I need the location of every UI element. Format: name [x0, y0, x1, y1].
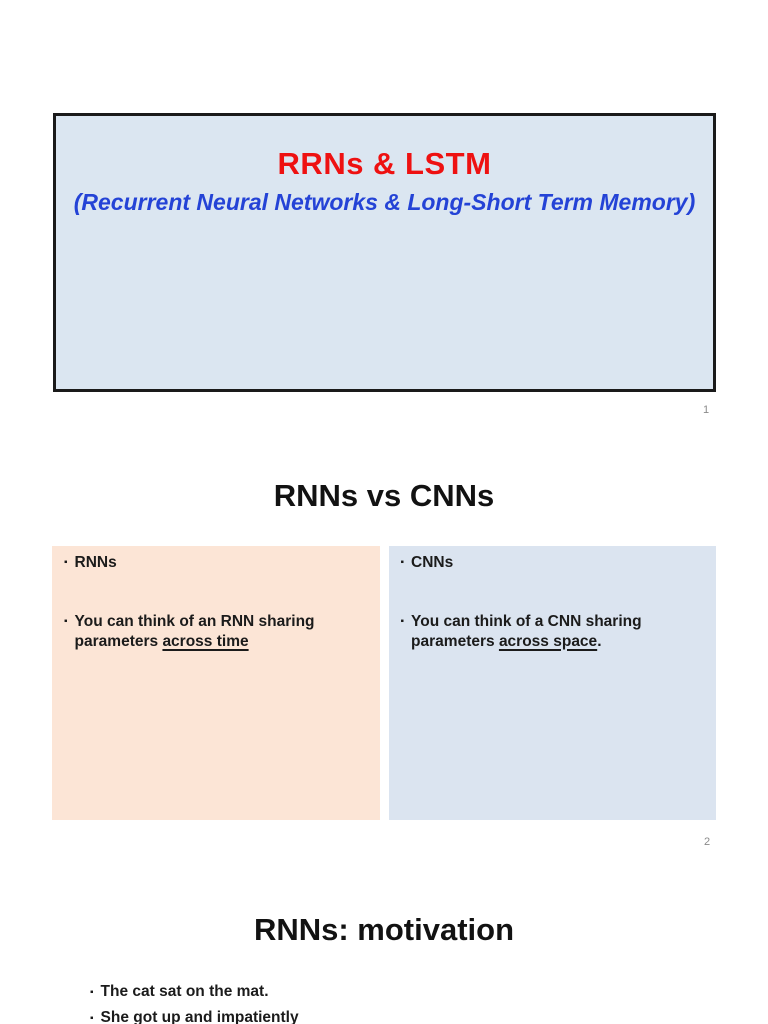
page-number: 1: [702, 404, 710, 416]
motivation-sentence: The cat sat on the mat.: [100, 983, 269, 1000]
motivation-bullets: ▪ The cat sat on the mat. ▪ She got up a…: [88, 982, 708, 1024]
slide-title: RNNs vs CNNs: [273, 478, 495, 513]
cnn-body: You can think of a CNN sharing parameter…: [411, 612, 667, 652]
list-item: ▪ CNNs: [399, 553, 707, 573]
slide-title: RRNs & LSTM: [277, 146, 492, 181]
page-number: 2: [703, 836, 711, 848]
rnn-heading: RNNs: [74, 554, 117, 571]
bullet-icon: ▪: [400, 615, 405, 627]
cnn-heading: CNNs: [411, 554, 454, 571]
motivation-sentence: She got up and impatiently climbed on th…: [100, 1008, 299, 1024]
rnn-body-text: You can think of an RNN sharing paramete…: [74, 612, 315, 650]
bullet-icon: ▪: [90, 987, 94, 998]
rnn-box: ▪ RNNs ▪ You can think of an RNN sharing…: [52, 546, 380, 820]
list-item: ▪ She got up and impatiently climbed on …: [88, 1008, 708, 1024]
bullet-icon: ▪: [400, 557, 405, 568]
slide-title: RNNs: motivation: [253, 912, 515, 947]
title-slide: RRNs & LSTM (Recurrent Neural Networks &…: [53, 113, 716, 392]
cnn-body-text: You can think of a CNN sharing parameter…: [411, 612, 642, 650]
slide-subtitle: (Recurrent Neural Networks & Long-Short …: [73, 189, 696, 215]
list-item: ▪ You can think of an RNN sharing parame…: [62, 612, 370, 652]
list-item: ▪ You can think of a CNN sharing paramet…: [399, 612, 707, 652]
rnn-body-underlined: across time: [162, 632, 249, 650]
rnn-body: You can think of an RNN sharing paramete…: [75, 612, 331, 652]
comparison-boxes: ▪ RNNs ▪ You can think of an RNN sharing…: [52, 546, 716, 820]
cnn-box: ▪ CNNs ▪ You can think of a CNN sharing …: [388, 546, 716, 820]
bullet-icon: ▪: [90, 1012, 94, 1024]
bullet-icon: ▪: [64, 557, 68, 568]
bullet-icon: ▪: [64, 615, 68, 627]
cnn-body-post: .: [597, 632, 602, 650]
cnn-body-underlined: across space: [498, 632, 598, 650]
list-item: ▪ The cat sat on the mat.: [88, 982, 708, 1002]
list-item: ▪ RNNs: [62, 553, 370, 573]
